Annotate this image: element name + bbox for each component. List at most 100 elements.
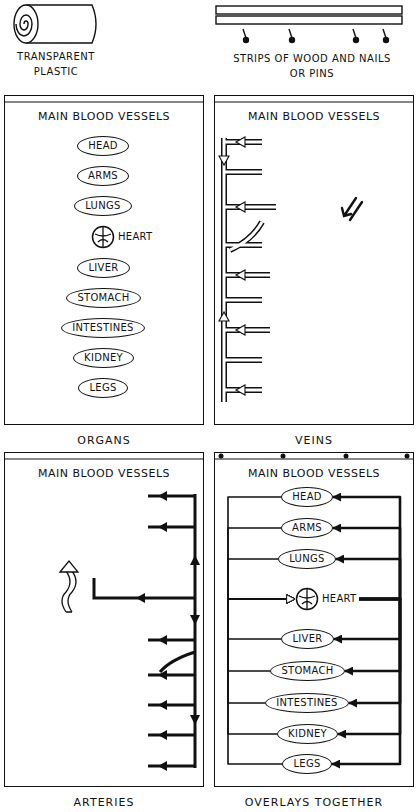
organ-oval: LEGS	[78, 378, 128, 398]
item-label: TRANSPARENT PLASTIC	[17, 51, 95, 77]
solid-arrow	[158, 635, 167, 645]
overlay-pins	[219, 454, 410, 459]
hollow-arrow	[219, 156, 229, 165]
aorta-arrow	[60, 561, 78, 612]
panel-caption: ARTERIES	[74, 796, 135, 809]
organ-oval: STOMACH	[66, 288, 141, 308]
vein-connector	[228, 497, 295, 599]
organ-oval: ARMS	[77, 166, 129, 186]
hollow-arrow	[236, 202, 245, 212]
label-box: TRANSPARENT PLASTIC	[6, 48, 106, 78]
nail-head	[244, 38, 249, 43]
nail-head	[290, 38, 295, 43]
artery-connector	[349, 599, 400, 703]
panel-caption-box: ORGANS	[5, 429, 203, 448]
organ-oval: KIDNEY	[73, 348, 134, 368]
artery-connector	[338, 599, 400, 734]
panel-caption: ORGANS	[77, 434, 131, 447]
organ-name: KIDNEY	[84, 353, 123, 363]
artery-connector	[345, 599, 400, 671]
heart-chambers	[299, 589, 315, 609]
organ-oval: HEAD	[281, 487, 333, 507]
organ-name: HEART	[322, 594, 357, 604]
organ-name: INTESTINES	[276, 698, 337, 708]
artery-connector	[333, 497, 400, 599]
wood-strip	[216, 6, 402, 14]
organ-name: LIVER	[292, 634, 322, 644]
pin-dot	[344, 454, 349, 459]
solid-arrow	[158, 761, 167, 771]
organ-name: STOMACH	[77, 293, 129, 303]
vein-tube-outline	[224, 138, 276, 402]
panel-title: MAIN BLOOD VESSELS	[38, 467, 170, 480]
panel-caption: OVERLAYS TOGETHER	[245, 796, 383, 809]
organ-name: KIDNEY	[288, 729, 327, 739]
artery-line	[94, 494, 195, 768]
solid-arrow	[158, 670, 167, 680]
organ-name: LEGS	[89, 383, 116, 393]
heart-node: HEART	[295, 587, 359, 611]
organ-oval: LIVER	[281, 629, 334, 649]
header-strip	[214, 458, 414, 459]
plastic-roll	[14, 5, 96, 43]
header-strip	[214, 101, 414, 102]
solid-arrow	[158, 522, 167, 532]
overlay-panel: MAIN BLOOD VESSELSOVERLAYS TOGETHERHEADA…	[214, 452, 414, 787]
solid-arrow	[136, 593, 145, 603]
organ-name: INTESTINES	[72, 323, 133, 333]
artery-connector	[333, 528, 400, 599]
heart-symbol	[91, 225, 115, 249]
solid-arrow	[190, 555, 200, 565]
overlay-panel: MAIN BLOOD VESSELSVEINS	[214, 95, 414, 425]
hollow-arrow	[219, 312, 229, 321]
label-box: STRIPS OF WOOD AND NAILS OR PINS	[232, 50, 392, 80]
organ-oval: STOMACH	[270, 661, 345, 681]
nail-head	[384, 38, 389, 43]
organ-name: HEART	[118, 232, 153, 242]
pin-dot	[405, 454, 410, 459]
roll-spiral	[16, 15, 32, 36]
nail-shaft	[289, 29, 292, 38]
artery-arrows	[136, 491, 200, 771]
organ-oval: KIDNEY	[277, 724, 338, 744]
organ-oval: LUNGS	[74, 196, 132, 216]
panel-title: MAIN BLOOD VESSELS	[248, 110, 380, 123]
heart-node: HEART	[91, 225, 155, 249]
solid-arrow	[190, 615, 200, 625]
solid-arrow	[158, 491, 167, 501]
organ-name: LUNGS	[289, 554, 324, 564]
panel-title-box: MAIN BLOOD VESSELS	[5, 462, 203, 481]
artery-connector	[332, 599, 400, 764]
item-label: STRIPS OF WOOD AND NAILS OR PINS	[233, 53, 391, 79]
panel-caption-box: ARTERIES	[5, 791, 203, 810]
organ-oval: LEGS	[282, 754, 332, 774]
organ-oval: ARMS	[281, 518, 333, 538]
panel-caption: VEINS	[295, 434, 333, 447]
organ-name: LEGS	[293, 759, 320, 769]
header-strip	[4, 101, 204, 102]
solid-arrow	[158, 700, 167, 710]
artery-connector	[334, 599, 400, 639]
panel-title: MAIN BLOOD VESSELS	[248, 467, 380, 480]
heart-chambers	[95, 227, 111, 247]
organ-name: LIVER	[88, 263, 118, 273]
pin-dot	[219, 454, 224, 459]
artery-connector	[336, 559, 400, 599]
panel-caption-box: OVERLAYS TOGETHER	[215, 791, 413, 810]
pin-dot	[281, 454, 286, 459]
panel-title-box: MAIN BLOOD VESSELS	[215, 462, 413, 481]
organ-oval: HEAD	[77, 136, 129, 156]
hollow-arrow	[60, 561, 78, 572]
panel-header-strips	[4, 102, 414, 459]
panel-title-box: MAIN BLOOD VESSELS	[215, 105, 413, 124]
vein-connector	[228, 599, 295, 703]
flow-mark	[342, 198, 362, 220]
overlay-panel: MAIN BLOOD VESSELSARTERIES	[4, 452, 204, 787]
roll-end	[14, 5, 38, 43]
header-strip	[4, 458, 204, 459]
aorta-outline	[62, 571, 76, 612]
nail-shaft	[243, 29, 246, 38]
hollow-arrow	[236, 270, 245, 280]
nail-shaft	[383, 29, 386, 38]
